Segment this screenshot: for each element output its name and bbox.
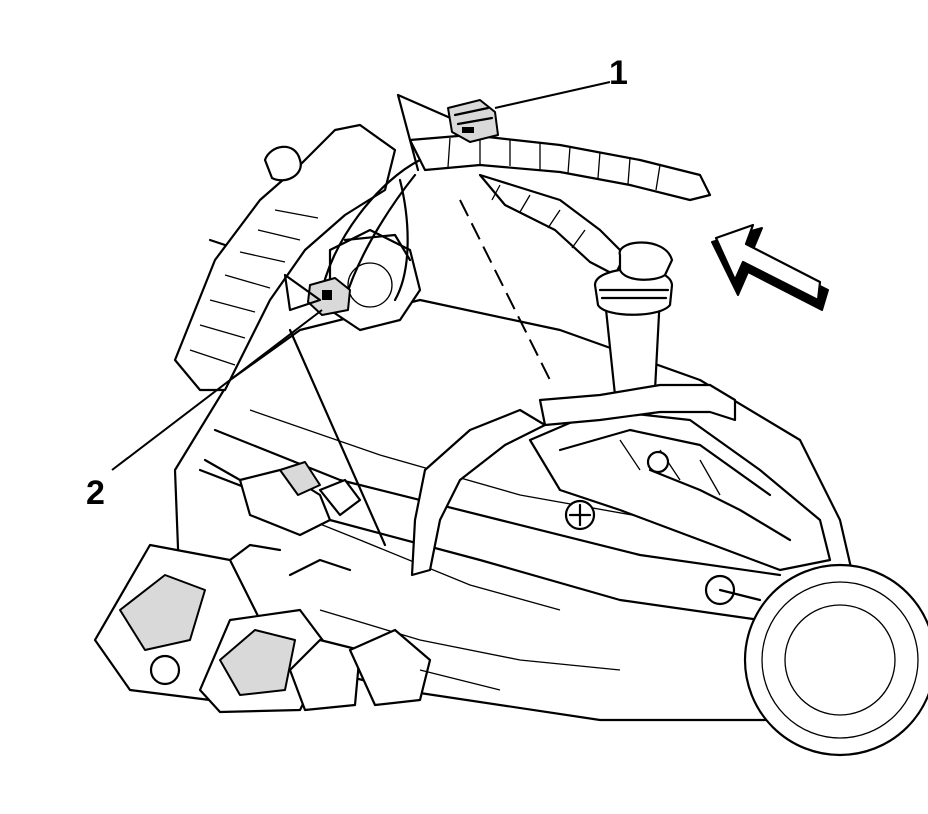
oil-filler-neck [593,241,674,397]
valve-cover [528,408,832,572]
throttle-body [328,228,422,332]
harness-connector-1 [447,99,499,143]
callout-label-2: 2 [86,474,105,512]
sensor-bracket-line [288,328,387,547]
callout-label-1: 1 [609,54,628,92]
harness-wire-loop [318,158,422,302]
callout-2-leader [111,309,323,471]
pulley [704,563,928,757]
intake-tube-left [173,123,397,392]
coolant-hose-right [410,383,737,577]
callout-1-leader [494,81,611,109]
front-direction-arrow-icon [711,223,829,311]
fuel-rail [203,458,362,537]
sensor-connector-2 [283,273,351,316]
connector-1-bracket-line [396,93,457,172]
connector-1-leader-dashed [459,199,551,381]
coil-packs [93,543,501,714]
